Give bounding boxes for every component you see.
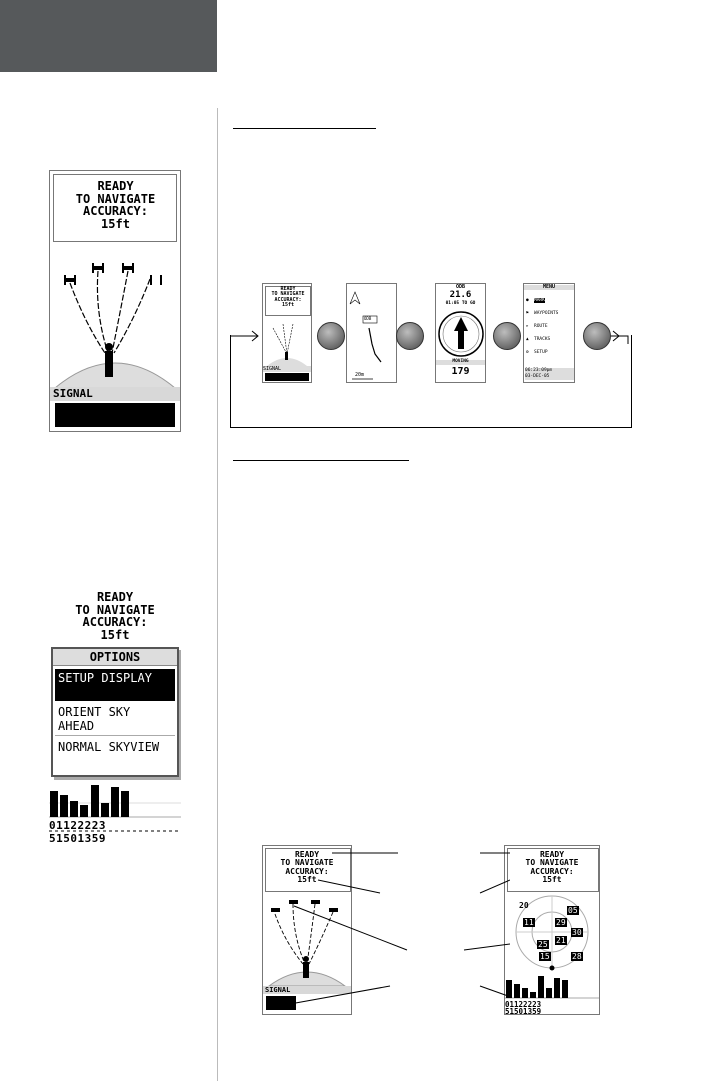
status-line-3: ACCURACY: [82,615,148,630]
signal-label: SIGNAL [50,387,180,401]
chapter-tab [0,0,217,72]
flow-compass-page: ODB 21.6 01:05 TO GO MOVING 179 [435,283,486,383]
accuracy-value: 15ft [297,875,317,885]
option-normal-skyview[interactable]: NORMAL SKYVIEW [58,740,160,754]
clock-date: 03-DEC-05 [525,374,550,379]
signal-bars [505,976,599,999]
flow-menu-page: MENU ●MARK ⚑WAYPOINTS ▸ROUTE ▲TRACKS ⚙SE… [523,283,575,383]
menu-title: MENU [524,284,574,291]
accuracy-value: 15ft [101,216,130,231]
options-title: OPTIONS [53,649,177,666]
signal-strength-bar [265,373,309,381]
bearing-arrow-icon [454,317,468,349]
status-line-2: TO NAVIGATE [525,858,579,868]
status-box [53,174,177,242]
menu-item-tracks[interactable]: TRACKS [534,337,551,342]
satellite-marker: 05 [567,906,579,915]
loop-arrows [230,330,629,344]
menu-item-waypoints[interactable]: WAYPOINTS [534,311,559,316]
satellite-marker: 28 [571,952,583,961]
option-setup-display[interactable]: SETUP DISPLAY [55,669,175,701]
accuracy-value: 15ft [281,301,295,308]
page-button-icon [583,322,611,350]
accuracy-value: 15ft [542,875,562,885]
satellite-ids-row-2: 51501359 [49,832,106,843]
satellite-marker: 30 [571,928,583,937]
sky-illustration [54,263,176,388]
satellite-options-screen: READY TO NAVIGATE ACCURACY: 15ft OPTIONS… [49,585,181,843]
accuracy-value: 15ft [100,627,130,642]
satellite-page-screen: READY TO NAVIGATE ACCURACY: 15ft SIGNAL [49,170,181,432]
sky-ring-label: 20 [519,901,529,910]
status-line-1: READY [294,850,320,859]
satellite-marker: 15 [539,952,551,961]
menu-item-mark[interactable]: MARK [534,298,545,303]
signal-strength-bar [55,403,175,427]
status-line-1: READY [96,590,134,604]
satellite-marker: 11 [523,918,535,927]
status-line-3: ACCURACY: [82,204,149,219]
status-line-2: TO NAVIGATE [280,858,334,868]
status-line-3: ACCURACY: [285,866,329,876]
flow-satellite-page: READY TO NAVIGATE ACCURACY: 15ft SIGNAL [262,283,312,383]
person-figure [105,351,113,377]
status-line-3: ACCURACY: [530,866,574,876]
column-divider [217,108,218,1081]
status-line-2: TO NAVIGATE [75,602,155,617]
callout-leader-lines [289,852,510,1005]
clock-time: 06:23:09pm [525,368,553,373]
status-line-1: READY [97,179,134,193]
status-line-2: TO NAVIGATE [75,191,156,206]
signal-label: SIGNAL [263,366,311,372]
status-line-3: ACCURACY: [274,296,302,303]
time-to-go: 01:05 TO GO [445,301,476,306]
section-heading-2-underline [233,460,409,461]
satellite-marker: 25 [537,940,549,949]
status-line-2: TO NAVIGATE [271,291,305,298]
map-scale: 20m [355,372,365,378]
page-button-icon [493,322,521,350]
bottom-skyview-page: READY TO NAVIGATE ACCURACY: 15ft 20 05 1… [504,845,600,1015]
waypoint-label: ODB [364,316,372,321]
satellite-marker: 29 [555,918,567,927]
status-line-1: READY [280,286,296,292]
menu-item-setup[interactable]: SETUP [534,350,548,355]
signal-bars [49,785,181,832]
satellite-ids-row-2: 51501359 [505,1007,542,1015]
distance-value: 21.6 [449,290,472,300]
heading-value: 179 [451,366,470,377]
destination-name: ODB [455,284,466,290]
bottom-satellite-page: READY TO NAVIGATE ACCURACY: 15ft SIGNAL [262,845,352,1015]
page-button-icon [317,322,345,350]
flow-map-page: ODB 20m [346,283,397,383]
page-button-icon [396,322,424,350]
section-heading-1-underline [233,128,376,129]
option-orient-sky-ahead[interactable]: ORIENT SKY AHEAD [55,703,175,736]
page-cycle-loop [230,335,632,428]
satellite-icon [64,263,162,285]
options-menu: OPTIONS SETUP DISPLAY ORIENT SKY AHEAD N… [51,647,179,777]
satellite-ids-row-1: 01122223 [505,1000,542,1009]
satellite-ids-row-1: 01122223 [49,819,106,832]
menu-item-route[interactable]: ROUTE [534,324,548,329]
status-line-1: READY [539,850,565,859]
signal-label: SIGNAL [263,986,351,994]
signal-strength-bar [266,996,296,1010]
heading-label: MOVING [436,359,485,365]
satellite-marker: 21 [555,936,567,945]
